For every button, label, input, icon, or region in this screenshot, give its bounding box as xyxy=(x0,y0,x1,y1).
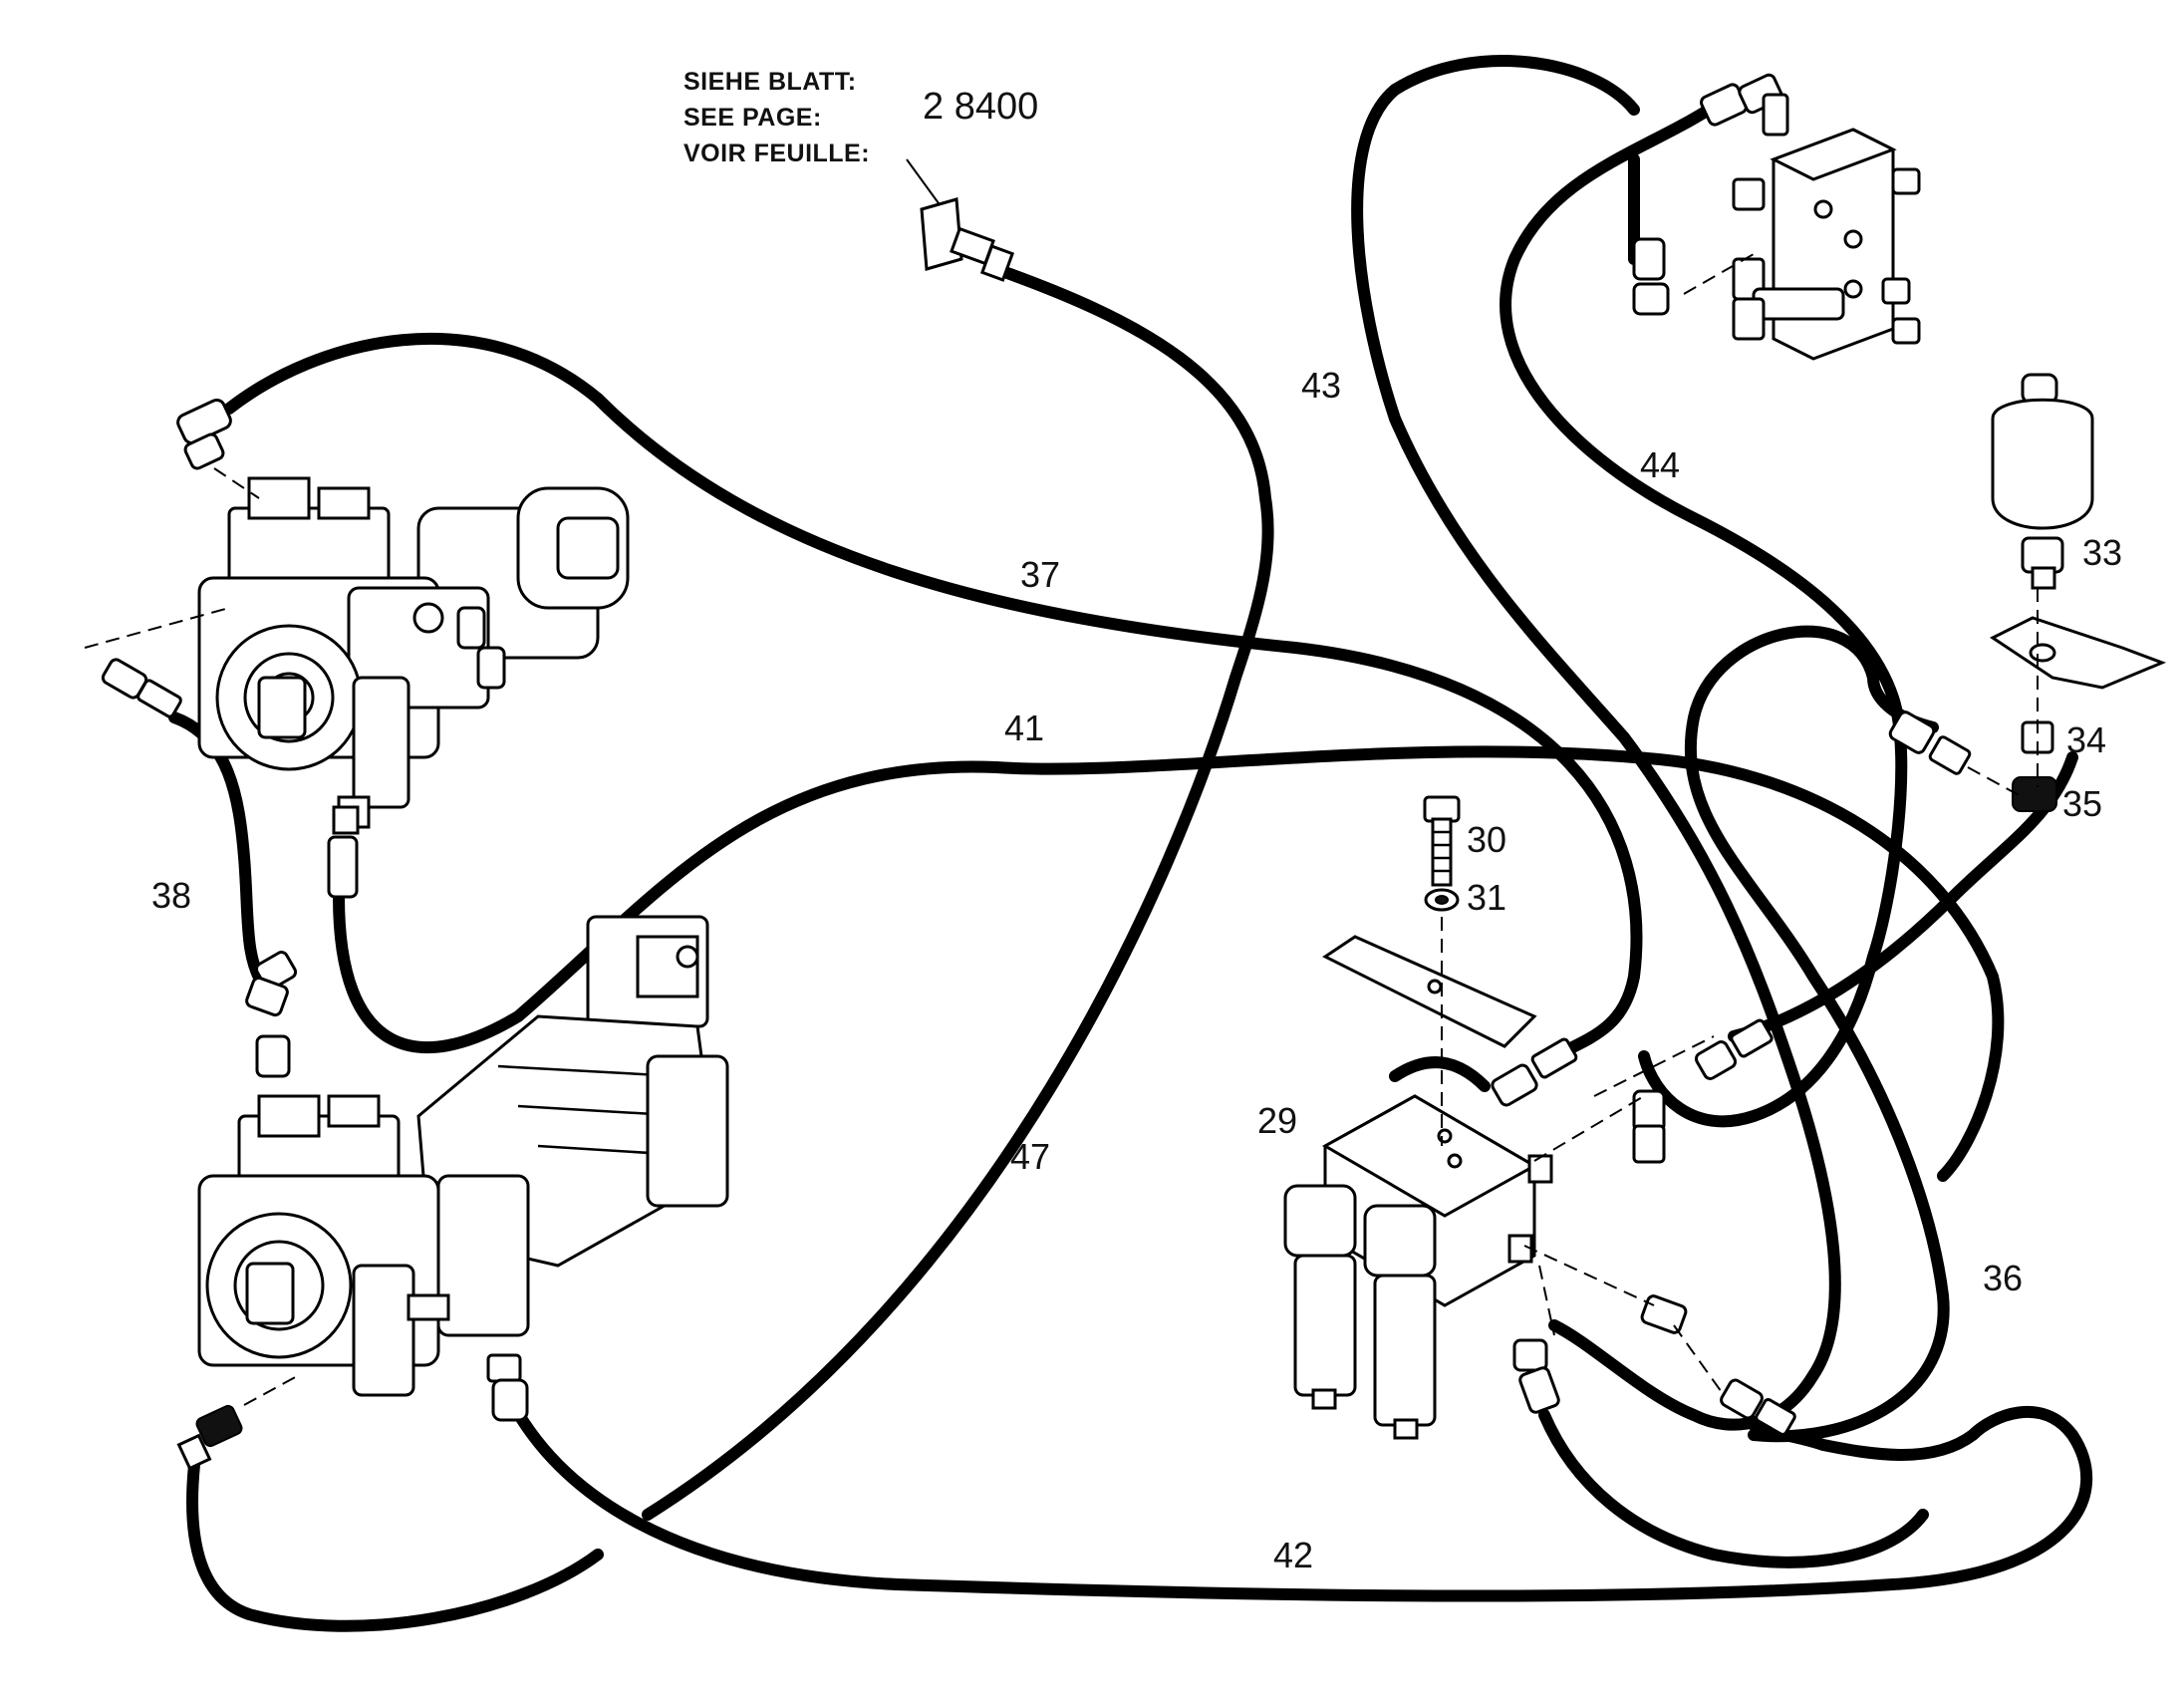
reference-nut xyxy=(979,244,1015,282)
bracket-hole xyxy=(2029,643,2056,663)
cross-reference-note: SIEHE BLATT: SEE PAGE: VOIR FEUILLE: xyxy=(683,64,870,171)
filter-fitting-down xyxy=(1512,1338,1548,1372)
hose-42-left-tail xyxy=(186,1459,604,1632)
bolt-30-shank xyxy=(1431,817,1453,887)
callout-30: 30 xyxy=(1467,819,1507,860)
accumulator-33 xyxy=(1991,373,2094,590)
filter-fitting-elbow xyxy=(1640,1294,1688,1334)
callout-35: 35 xyxy=(2062,783,2103,824)
filter-assembly xyxy=(1283,1094,1553,1440)
callout-38: 38 xyxy=(151,875,192,916)
filter-dash-3 xyxy=(1538,1265,1555,1336)
callout-42: 42 xyxy=(1273,1535,1314,1575)
callout-29: 29 xyxy=(1257,1100,1298,1141)
hose-41-fitting xyxy=(332,805,360,835)
upper-pump-dash-left xyxy=(84,607,230,649)
hose-filter-bottom xyxy=(1538,1409,1929,1568)
filter-fitting-bottomright xyxy=(1720,1378,1764,1420)
callout-34: 34 xyxy=(2066,719,2107,760)
hose-37 xyxy=(223,332,1643,1062)
callout-31: 31 xyxy=(1467,877,1507,918)
hose-38-elbow xyxy=(245,976,289,1017)
strainer-fitting xyxy=(195,1404,243,1448)
callout-47: 47 xyxy=(1010,1136,1051,1177)
bolt-30-head xyxy=(1423,795,1461,823)
filter-fitting-up-2 xyxy=(1730,1018,1774,1058)
callout-37: 37 xyxy=(1020,554,1061,595)
filter-dash-2 xyxy=(1523,1245,1655,1306)
hose-44 xyxy=(1500,94,1908,1128)
ref-page-number: 2 8400 xyxy=(923,86,1039,128)
lower-pump-dash xyxy=(243,1374,300,1406)
hose-42 xyxy=(502,1389,2093,1602)
plate-hole xyxy=(1427,979,1443,995)
filter-fitting-down-2 xyxy=(1518,1366,1560,1414)
callout-41: 41 xyxy=(1004,708,1045,748)
ref-line-en: SEE PAGE: xyxy=(683,104,822,132)
ref-line-de: SIEHE BLATT: xyxy=(683,68,857,96)
top-right-valve-block xyxy=(1632,73,1921,361)
filter-fitting-top xyxy=(1491,1063,1538,1107)
strainer-nut xyxy=(176,1433,212,1471)
filter-fitting-right-2 xyxy=(1632,1124,1666,1164)
filter-fitting-up xyxy=(1694,1040,1738,1080)
fitting-36-nut xyxy=(1928,735,1972,775)
reference-bracket xyxy=(920,197,963,271)
filter-dash-1 xyxy=(1533,1095,1645,1162)
hose-lower-pump-return xyxy=(1389,1056,1491,1092)
lower-pump xyxy=(197,915,729,1422)
filter-dash-4 xyxy=(1593,1035,1715,1097)
valve-dash xyxy=(1683,253,1755,295)
filter-fitting-bottomright-2 xyxy=(1755,1398,1796,1436)
callout-33: 33 xyxy=(2082,532,2123,573)
hose-41 xyxy=(333,745,2005,1182)
upper-pump xyxy=(101,398,630,899)
hose-43 xyxy=(1351,55,1841,1431)
filter-fitting-top-2 xyxy=(1530,1037,1578,1079)
callout-44: 44 xyxy=(1640,444,1681,485)
accumulator-bracket xyxy=(1990,616,2167,690)
fitting-36-dash xyxy=(1967,766,2024,798)
hose-36 xyxy=(1684,625,1950,1443)
fitting-35 xyxy=(2012,776,2057,812)
callout-43: 43 xyxy=(1301,365,1342,406)
ref-line-fr: VOIR FEUILLE: xyxy=(683,140,871,167)
upper-pump-dash-elbow xyxy=(213,467,260,499)
fitting-36-connector xyxy=(1888,711,1936,754)
hose-47 xyxy=(642,263,1274,1521)
callout-36: 36 xyxy=(1983,1258,2024,1298)
filter-dash-5 xyxy=(1673,1324,1725,1396)
